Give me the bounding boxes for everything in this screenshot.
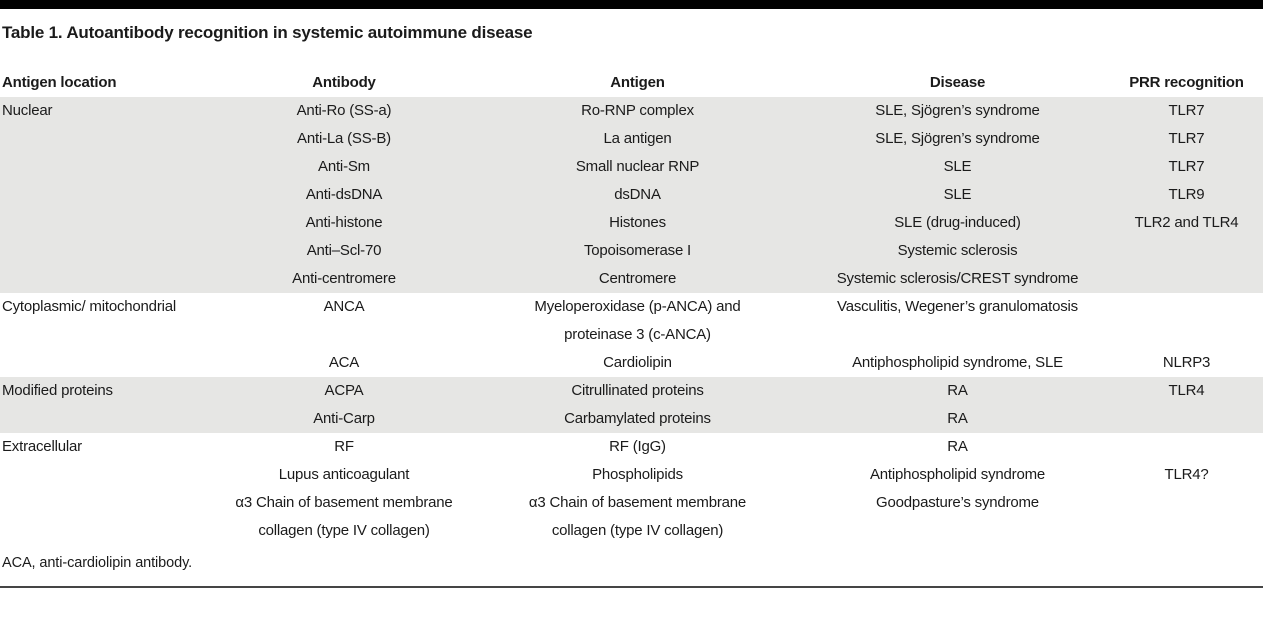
column-header-antigen-location: Antigen location [2, 74, 117, 91]
column-header-prr-recognition: PRR recognition [1129, 74, 1244, 91]
table-footnote: ACA, anti-cardiolipin antibody. [2, 555, 193, 571]
cell-antigen: Centromere [598, 270, 677, 287]
cell-antibody: Anti-La (SS-B) [297, 130, 391, 147]
cell-antigen: RF (IgG) [609, 438, 666, 455]
table-row: Anti-La (SS-B) La antigen SLE, Sjögren’s… [0, 125, 1263, 153]
top-rule [0, 0, 1263, 9]
cell-disease: SLE (drug-induced) [894, 214, 1021, 231]
cell-location: Nuclear [2, 102, 53, 119]
cell-antibody: Anti-histone [305, 214, 383, 231]
cell-antibody: Anti-Sm [318, 158, 370, 175]
table-row: Anti-histone Histones SLE (drug-induced)… [0, 209, 1263, 237]
table-row: Nuclear Anti-Ro (SS-a) Ro-RNP complex SL… [0, 97, 1263, 125]
cell-disease: Antiphospholipid syndrome [869, 466, 1046, 483]
cell-disease: SLE, Sjögren’s syndrome [875, 102, 1040, 119]
cell-disease: RA [947, 410, 968, 427]
cell-antigen: La antigen [603, 130, 672, 147]
table-row: Anti-Sm Small nuclear RNP SLE TLR7 [0, 153, 1263, 181]
table-title: Table 1. Autoantibody recognition in sys… [2, 23, 533, 42]
cell-antigen: Ro-RNP complex [581, 102, 694, 119]
table-row: Lupus anticoagulant Phospholipids Antiph… [0, 461, 1263, 489]
column-header-antigen: Antigen [610, 74, 665, 91]
cell-antibody: α3 Chain of basement membrane collagen (… [235, 494, 453, 539]
cell-prr: TLR4? [1164, 466, 1209, 483]
cell-antibody: RF [334, 438, 354, 455]
table-row: Anti-centromere Centromere Systemic scle… [0, 265, 1263, 293]
cell-antibody: Lupus anticoagulant [278, 466, 410, 483]
cell-antigen: Phospholipids [592, 466, 683, 483]
cell-antigen: Carbamylated proteins [564, 410, 711, 427]
cell-prr: NLRP3 [1162, 354, 1211, 371]
table-body: Nuclear Anti-Ro (SS-a) Ro-RNP complex SL… [0, 97, 1263, 545]
cell-location: Extracellular [2, 438, 82, 455]
cell-antibody: ACPA [324, 382, 364, 399]
cell-antibody: Anti–Scl-70 [306, 242, 382, 259]
cell-antigen: Myeloperoxidase (p-ANCA) and proteinase … [534, 298, 741, 343]
cell-disease: SLE [943, 186, 972, 203]
cell-antigen: Small nuclear RNP [575, 158, 700, 175]
cell-prr: TLR7 [1168, 130, 1205, 147]
table-row: α3 Chain of basement membrane collagen (… [0, 489, 1263, 545]
table-row: Cytoplasmic/ mitochondrial ANCA Myeloper… [0, 293, 1263, 349]
cell-antigen: dsDNA [614, 186, 661, 203]
cell-antibody: Anti-centromere [292, 270, 396, 287]
cell-antibody: ACA [328, 354, 360, 371]
table-row: Anti-dsDNA dsDNA SLE TLR9 [0, 181, 1263, 209]
cell-disease: RA [947, 438, 968, 455]
cell-disease: SLE, Sjögren’s syndrome [875, 130, 1040, 147]
cell-prr: TLR7 [1168, 158, 1205, 175]
table-row: Anti–Scl-70 Topoisomerase I Systemic scl… [0, 237, 1263, 265]
cell-prr: TLR2 and TLR4 [1134, 214, 1239, 231]
table-row: ACA Cardiolipin Antiphospholipid syndrom… [0, 349, 1263, 377]
bottom-rule [0, 586, 1263, 588]
cell-prr: TLR9 [1168, 186, 1205, 203]
cell-location: Modified proteins [2, 382, 113, 399]
table-row: Extracellular RF RF (IgG) RA [0, 433, 1263, 461]
cell-prr: TLR4 [1168, 382, 1205, 399]
cell-prr: TLR7 [1168, 102, 1205, 119]
cell-antibody: ANCA [323, 298, 365, 315]
cell-antigen: Histones [609, 214, 666, 231]
cell-antigen: Cardiolipin [603, 354, 672, 371]
cell-antigen: Citrullinated proteins [571, 382, 704, 399]
column-header-disease: Disease [929, 74, 986, 91]
cell-disease: Goodpasture’s syndrome [876, 494, 1039, 511]
cell-antigen: α3 Chain of basement membrane collagen (… [528, 494, 747, 539]
cell-location: Cytoplasmic/ mitochondrial [2, 298, 177, 315]
cell-antibody: Anti-Ro (SS-a) [296, 102, 392, 119]
cell-disease: Systemic sclerosis/CREST syndrome [836, 270, 1079, 287]
cell-disease: Vasculitis, Wegener’s granulomatosis [837, 298, 1078, 315]
table-row: Anti-Carp Carbamylated proteins RA [0, 405, 1263, 433]
cell-antibody: Anti-dsDNA [305, 186, 383, 203]
table-header-row: Antigen location Antibody Antigen Diseas… [0, 63, 1263, 97]
column-header-antibody: Antibody [312, 74, 376, 91]
cell-disease: Antiphospholipid syndrome, SLE [852, 354, 1063, 371]
cell-antibody: Anti-Carp [313, 410, 375, 427]
cell-disease: SLE [943, 158, 972, 175]
cell-disease: RA [947, 382, 968, 399]
cell-disease: Systemic sclerosis [897, 242, 1018, 259]
table-row: Modified proteins ACPA Citrullinated pro… [0, 377, 1263, 405]
cell-antigen: Topoisomerase I [583, 242, 692, 259]
